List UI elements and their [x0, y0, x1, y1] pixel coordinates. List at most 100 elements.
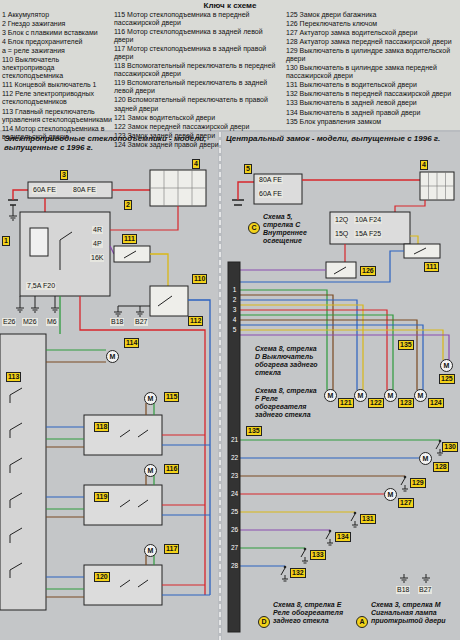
wire — [162, 594, 210, 595]
wire-label: 10A F24 — [354, 216, 382, 224]
pin-number: 21 — [229, 436, 240, 443]
key-entry: 1 Аккумулятор — [2, 11, 112, 19]
wire-label: 4P — [92, 240, 103, 248]
ground-symbol — [437, 453, 443, 454]
wire-label: B18 — [110, 318, 124, 326]
key-entry: 111 Концевой выключатель 1 — [2, 81, 112, 89]
switch-symbol — [301, 550, 305, 557]
ground-symbol — [138, 314, 143, 315]
switch-symbol — [436, 442, 440, 449]
callout-number: 1 — [2, 236, 10, 246]
key-entry: 123 Замок задней левой двери — [114, 132, 282, 140]
motor-symbol: M — [414, 389, 427, 402]
wire-label: 80A FE — [72, 186, 97, 194]
wire-label: 7,5A F20 — [26, 282, 56, 290]
pin-number: 27 — [229, 544, 240, 551]
key-entry: 121 Замок водительской двери — [114, 114, 282, 122]
key-entry: 116 Мотор стеклоподъемника в задней лево… — [114, 28, 282, 44]
key-entry: 122 Замок передней пассажирской двери — [114, 123, 282, 131]
ground-symbol — [20, 304, 21, 308]
wire — [162, 584, 205, 585]
motor-symbol: M — [144, 464, 157, 477]
key-ground — [0, 0, 460, 130]
wire — [162, 514, 210, 515]
ground-symbol — [18, 310, 23, 311]
ground-symbol — [302, 561, 308, 562]
key-entry: 125 Замок двери багажника — [286, 11, 458, 19]
wire-label: 12Q — [334, 216, 349, 224]
wire — [145, 475, 146, 485]
wire — [240, 439, 440, 440]
switch-symbol — [138, 500, 148, 507]
switch-symbol — [401, 478, 405, 485]
wire — [188, 300, 210, 595]
callout-number: 117 — [164, 544, 179, 554]
ground-symbol — [304, 563, 307, 564]
wire — [150, 254, 168, 286]
wire-label: E26 — [2, 318, 16, 326]
wire — [13, 190, 28, 200]
wire — [162, 504, 205, 505]
switch-symbol — [10, 570, 11, 578]
pin-number: 5 — [229, 326, 240, 333]
callout-number: 130 — [442, 442, 458, 452]
key-entry: 110 Выключатель электропривода стеклопод… — [2, 56, 112, 80]
wire — [153, 403, 154, 415]
wire-label: 4R — [92, 226, 103, 234]
callout-number: 3 — [60, 170, 68, 180]
ground-symbol — [329, 545, 332, 546]
switch-contact — [354, 512, 357, 515]
switch-symbol — [281, 568, 285, 575]
pin-number: 23 — [229, 472, 240, 479]
wire-label: M6 — [46, 318, 58, 326]
callout-number: 4 — [192, 159, 200, 169]
ground-symbol — [51, 308, 59, 309]
wire — [145, 403, 146, 415]
key-entry: 124 Замок задней правой двери — [114, 141, 282, 149]
wire-label: 60A FE — [32, 186, 57, 194]
wire — [46, 438, 84, 439]
callout-number: 5 — [244, 164, 252, 174]
relay-contact — [60, 240, 61, 270]
callout-number: 114 — [124, 338, 139, 348]
key-entry: 133 Выключатель в задней левой двери — [286, 99, 458, 107]
relay-box — [20, 212, 110, 296]
relay-contact — [60, 232, 72, 240]
switch-symbol — [10, 388, 22, 395]
switch-symbol — [10, 395, 11, 403]
ground-symbol — [16, 308, 24, 309]
callout-number: 2 — [124, 200, 132, 210]
ground-symbol — [354, 527, 357, 528]
switch-symbol — [10, 430, 11, 438]
motor-symbol: M — [440, 359, 453, 372]
switch-symbol — [10, 535, 11, 543]
wire — [240, 565, 285, 566]
switch-symbol — [10, 493, 22, 500]
ground-symbol — [139, 316, 141, 317]
switch-contact — [284, 566, 287, 569]
callout-number: 124 — [428, 398, 444, 408]
cross-reference-note: Схема 5, стрелка C Внутреннее освещение — [262, 212, 324, 246]
key-entry: 115 Мотор стеклоподъемника в передней па… — [114, 11, 282, 27]
callout-number: 127 — [398, 498, 414, 508]
callout-number: 133 — [310, 550, 326, 560]
wire — [240, 269, 326, 270]
ground-symbol — [282, 579, 288, 580]
fuse-grid — [420, 186, 454, 187]
pin-number: 26 — [229, 526, 240, 533]
ground-symbol — [136, 312, 144, 313]
callout-number: 132 — [290, 568, 306, 578]
fuse-block — [254, 174, 302, 204]
motor-symbol: M — [384, 488, 397, 501]
wire — [240, 493, 384, 494]
key-entry: 119 Вспомогательный переключатель в задн… — [114, 79, 282, 95]
arrow-letter: D — [258, 616, 270, 628]
ground-symbol — [404, 491, 407, 492]
ground-symbol — [327, 543, 333, 544]
wire — [153, 555, 154, 565]
ground-symbol — [34, 312, 36, 313]
switch-symbol — [10, 458, 22, 465]
ground-symbol — [426, 574, 427, 578]
ground-symbol — [402, 580, 407, 581]
wire — [118, 306, 150, 308]
